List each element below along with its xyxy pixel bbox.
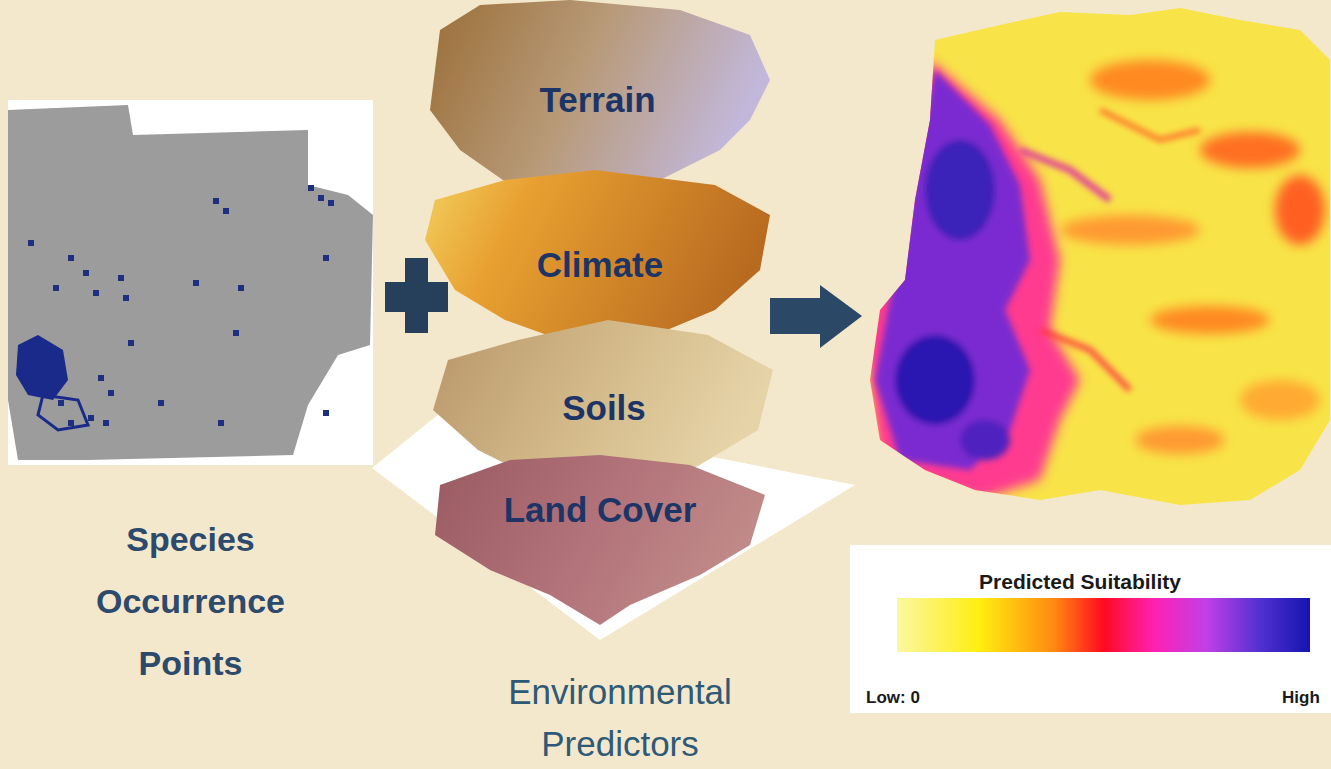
legend-title: Predicted Suitability (979, 570, 1181, 594)
legend-high: High (1282, 688, 1320, 708)
legend-gradient (897, 598, 1310, 652)
suitability-map (860, 0, 1331, 520)
group-label: Environmental Predictors (480, 666, 760, 769)
predictor-layer: Land Cover (430, 455, 770, 625)
layer-label: Land Cover (430, 490, 770, 530)
legend-low: Low: 0 (866, 688, 920, 708)
layer-outline (430, 455, 770, 625)
occurrence-map: Species Occurrence Points (8, 100, 373, 694)
legend-box (850, 545, 1331, 713)
layer-label: Terrain (420, 80, 775, 120)
layer-label: Soils (428, 388, 780, 428)
plus-symbol (385, 258, 448, 333)
arrow-symbol (770, 285, 862, 348)
occurrence-map-figure (8, 100, 373, 465)
layer-label: Climate (425, 245, 775, 285)
node-label: Species Occurrence Points (76, 508, 306, 694)
